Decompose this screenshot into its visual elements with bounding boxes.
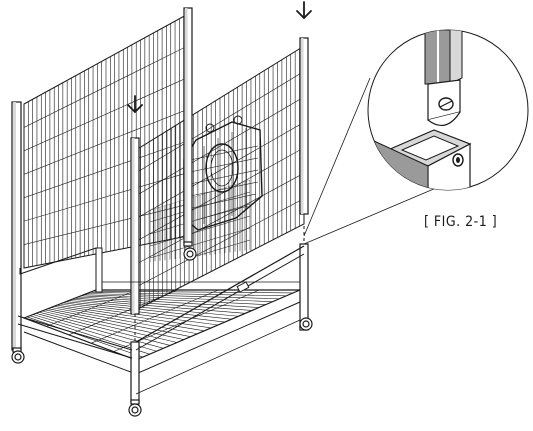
lower-mesh	[150, 180, 250, 262]
bottom-basket	[22, 289, 301, 375]
caster-wheel-icon	[128, 399, 142, 417]
caster-wheel-icon	[299, 317, 313, 331]
rail-latch	[236, 281, 250, 293]
center-tray	[183, 115, 263, 231]
down-arrow-icon	[127, 95, 143, 114]
caster-wheel-icon	[11, 347, 25, 364]
caster-wheels	[11, 241, 313, 417]
left-back-post	[11, 101, 22, 351]
figure-label: [ FIG. 2-1 ]	[424, 214, 498, 230]
magnify-circle-icon	[303, 29, 529, 245]
right-back-post	[299, 37, 309, 329]
frame-tubes	[11, 7, 309, 403]
caster-wheel-icon	[183, 241, 197, 261]
down-arrow-icon	[296, 1, 312, 20]
top-back-post	[183, 7, 193, 245]
front-insert-post	[130, 137, 140, 403]
